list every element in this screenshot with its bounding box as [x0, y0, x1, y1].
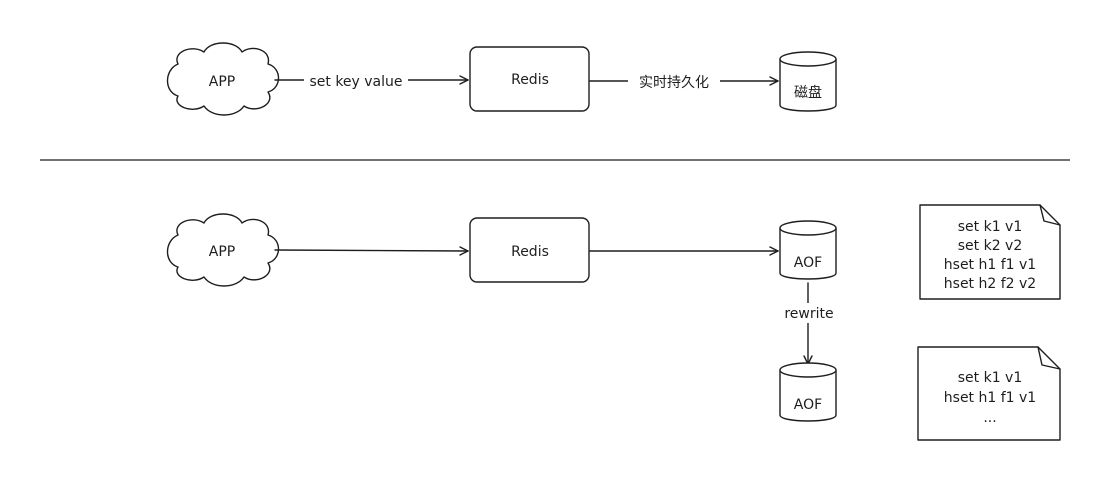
- bottom-arrow-app-to-redis: [274, 246, 469, 256]
- bottom-redis-box: Redis: [469, 217, 590, 283]
- disk-cylinder: 磁盘: [779, 51, 837, 112]
- note-before-line: hset h2 f2 v2: [944, 276, 1036, 292]
- bottom-app-cloud: APP: [166, 213, 280, 287]
- disk-label: 磁盘: [794, 84, 822, 101]
- note-before-line: set k2 v2: [958, 238, 1023, 254]
- rewrite-label: rewrite: [784, 306, 833, 322]
- note-after-line: ...: [983, 410, 996, 426]
- top-arrow-redis-to-disk: 实时持久化: [589, 72, 779, 92]
- top-arrow2-label: 实时持久化: [639, 75, 709, 91]
- aof-rewritten-cylinder: AOF: [779, 362, 837, 422]
- bottom-app-label: APP: [209, 244, 235, 260]
- aof-rewritten-label: AOF: [794, 397, 822, 413]
- top-redis-box: Redis: [469, 46, 590, 112]
- note-after-line: set k1 v1: [958, 370, 1023, 386]
- top-app-label: APP: [209, 74, 235, 90]
- note-before-line: set k1 v1: [958, 219, 1023, 235]
- aof-before-note: set k1 v1 set k2 v2 hset h1 f1 v1 hset h…: [919, 204, 1061, 300]
- top-app-cloud: APP: [166, 42, 280, 116]
- rewrite-arrow: rewrite: [778, 282, 840, 365]
- aof-label: AOF: [794, 255, 822, 271]
- top-redis-label: Redis: [511, 72, 549, 88]
- aof-cylinder: AOF: [779, 220, 837, 280]
- top-arrow-app-to-redis: set key value: [274, 71, 469, 91]
- aof-after-note: set k1 v1 hset h1 f1 v1 ...: [917, 346, 1061, 441]
- top-arrow1-label: set key value: [309, 74, 402, 90]
- note-after-line: hset h1 f1 v1: [944, 390, 1036, 406]
- note-before-line: hset h1 f1 v1: [944, 257, 1036, 273]
- bottom-redis-label: Redis: [511, 244, 549, 260]
